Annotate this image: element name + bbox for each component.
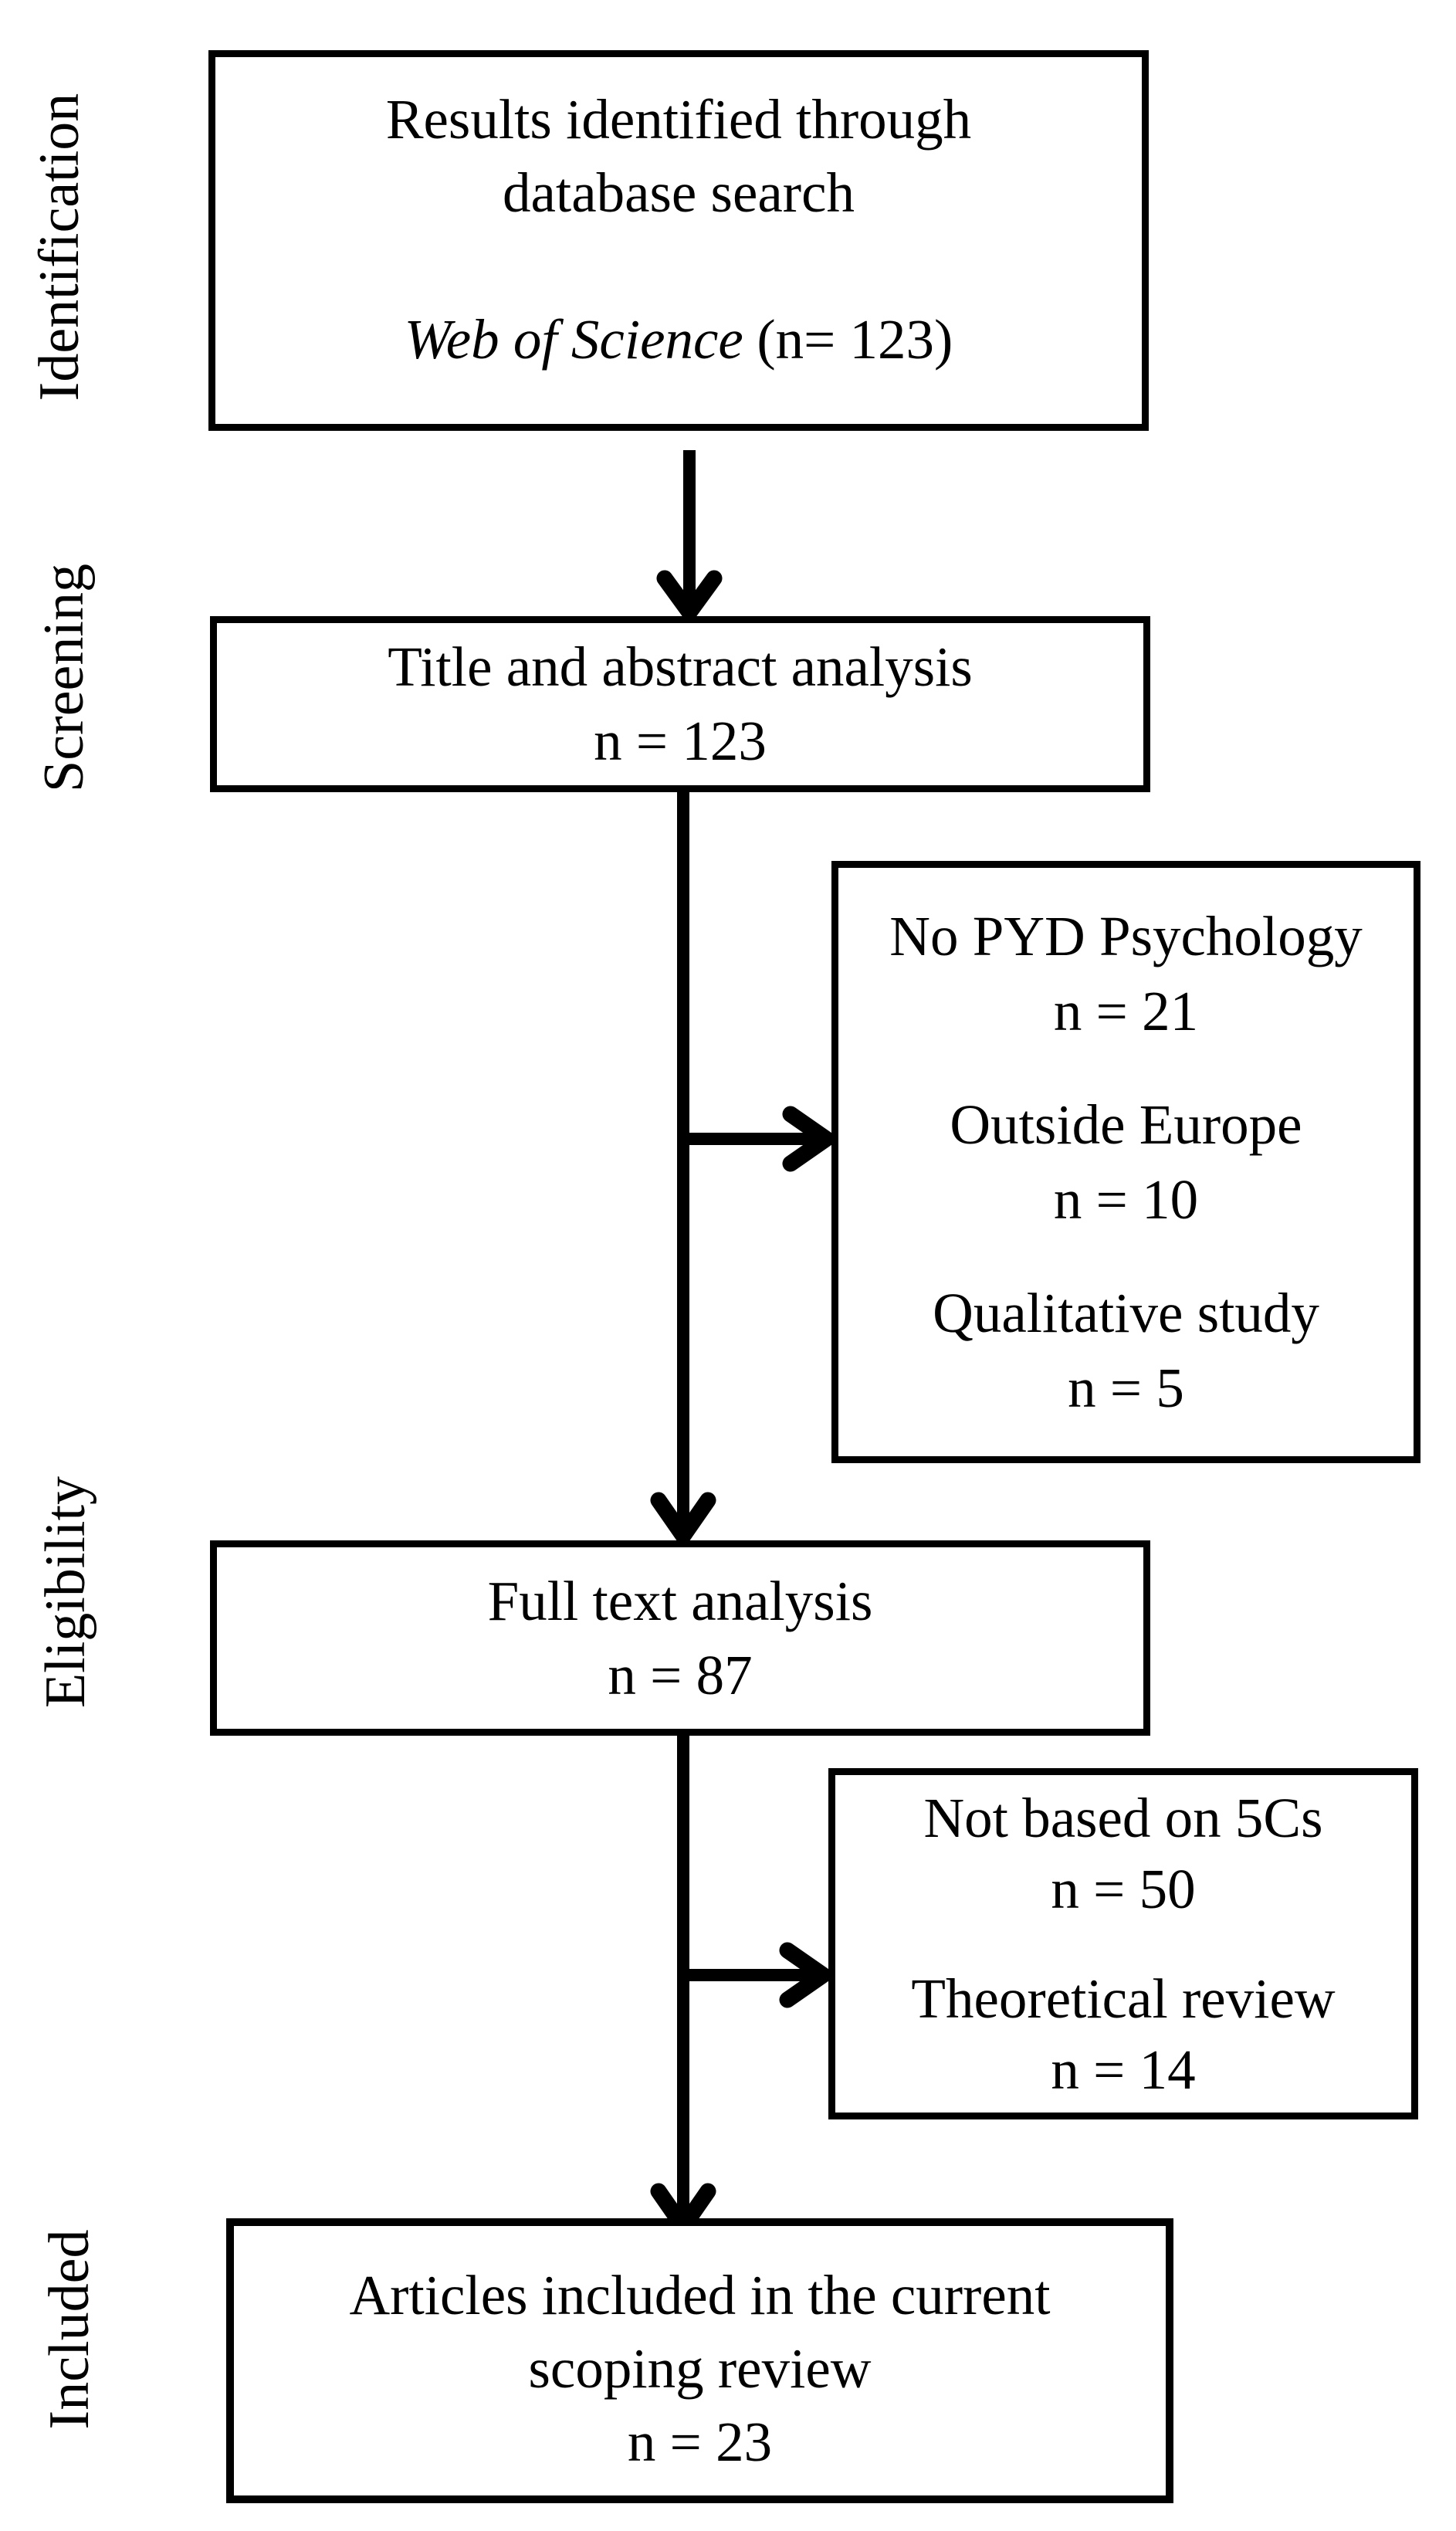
record-count: n = 123 bbox=[594, 710, 767, 772]
box-text-line: database search bbox=[503, 161, 855, 224]
record-count: n = 87 bbox=[608, 1643, 753, 1706]
database-name: Web of Science bbox=[404, 307, 743, 371]
box-screening-exclusions: No PYD Psychology n = 21 Outside Europe … bbox=[831, 861, 1420, 1463]
exclusion-label: Qualitative study bbox=[933, 1282, 1319, 1344]
arrowhead-down-icon bbox=[656, 570, 723, 621]
exclusion-count: n = 21 bbox=[1053, 980, 1199, 1042]
stage-label-eligibility: Eligibility bbox=[34, 1476, 97, 1709]
exclusion-label: Not based on 5Cs bbox=[923, 1786, 1323, 1849]
exclusion-count: n = 5 bbox=[1068, 1357, 1184, 1419]
exclusion-label: No PYD Psychology bbox=[889, 905, 1363, 967]
stage-label-screening: Screening bbox=[32, 564, 96, 792]
box-text-line: Articles included in the current bbox=[349, 2264, 1051, 2326]
record-count: n = 23 bbox=[627, 2411, 773, 2473]
stage-label-included: Included bbox=[38, 2229, 101, 2430]
arrowhead-down-icon bbox=[650, 1492, 716, 1544]
box-title: Title and abstract analysis bbox=[388, 635, 973, 698]
exclusion-label: Outside Europe bbox=[950, 1093, 1302, 1156]
record-count: (n= 123) bbox=[757, 307, 953, 371]
box-screening: Title and abstract analysis n = 123 bbox=[210, 616, 1150, 792]
box-text-line: Results identified through bbox=[385, 87, 972, 151]
box-identification: Results identified through database sear… bbox=[208, 50, 1149, 431]
arrow-screening-to-eligibility bbox=[650, 791, 716, 1544]
exclusion-count: n = 50 bbox=[1051, 1857, 1196, 1920]
box-eligibility: Full text analysis n = 87 bbox=[210, 1540, 1150, 1736]
stage-label-identification: Identification bbox=[28, 93, 91, 402]
arrow-eligibility-to-included bbox=[650, 1736, 716, 2235]
arrow-screening-to-exclusions bbox=[683, 1106, 835, 1172]
box-eligibility-exclusions: Not based on 5Cs n = 50 Theoretical revi… bbox=[828, 1768, 1418, 2119]
box-included: Articles included in the current scoping… bbox=[226, 2218, 1173, 2503]
box-text-line: scoping review bbox=[528, 2337, 872, 2400]
exclusion-label: Theoretical review bbox=[911, 1967, 1336, 2030]
exclusion-count: n = 14 bbox=[1051, 2038, 1196, 2101]
arrowhead-right-icon bbox=[782, 1106, 835, 1172]
box-title: Full text analysis bbox=[487, 1569, 873, 1632]
box-text-line: Web of Science(n= 123) bbox=[405, 303, 953, 376]
arrow-eligibility-to-exclusions bbox=[683, 1942, 831, 2008]
arrow-identification-to-screening bbox=[656, 450, 723, 621]
exclusion-count: n = 10 bbox=[1053, 1168, 1199, 1231]
arrowhead-right-icon bbox=[779, 1942, 831, 2008]
